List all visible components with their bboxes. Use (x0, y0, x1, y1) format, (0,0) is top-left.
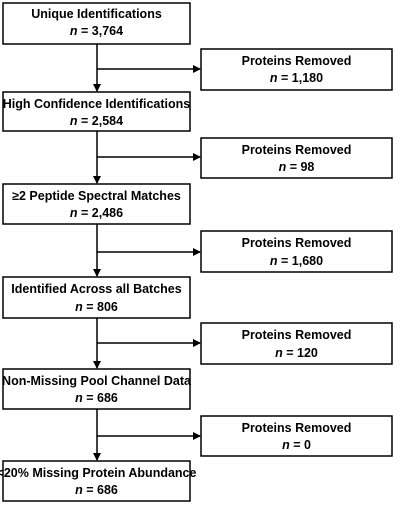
step-box (2, 183, 191, 225)
removed-title: Proteins Removed (242, 236, 352, 250)
removed-box (200, 48, 393, 91)
step-box (2, 91, 191, 132)
removed-title: Proteins Removed (242, 421, 352, 435)
step-count: n = 3,764 (70, 24, 123, 38)
connectors (93, 44, 201, 461)
step-title: <20% Missing Protein Abundance (0, 466, 197, 480)
step-box (2, 2, 191, 45)
main-step-6: <20% Missing Protein Abundance n = 686 (0, 460, 197, 502)
count-value: 806 (97, 300, 118, 314)
removed-title: Proteins Removed (242, 143, 352, 157)
removed-count: n = 1,680 (270, 254, 323, 268)
count-value: 686 (97, 483, 118, 497)
count-value: 1,180 (292, 71, 323, 85)
n-symbol: n (70, 114, 78, 128)
count-value: 98 (300, 160, 314, 174)
step-count: n = 806 (75, 300, 118, 314)
count-value: 2,584 (92, 114, 123, 128)
step-count: n = 686 (75, 483, 118, 497)
count-value: 120 (297, 346, 318, 360)
n-symbol: n (70, 24, 78, 38)
main-step-3: ≥2 Peptide Spectral Matches n = 2,486 (2, 183, 191, 225)
n-symbol: n (270, 71, 278, 85)
step-box (2, 276, 191, 319)
removed-count: n = 98 (279, 160, 315, 174)
count-value: 3,764 (92, 24, 123, 38)
n-symbol: n (75, 391, 83, 405)
step-title: Non-Missing Pool Channel Data (2, 374, 192, 388)
count-value: 686 (97, 391, 118, 405)
removed-count: n = 120 (275, 346, 318, 360)
removed-box (200, 322, 393, 365)
n-symbol: n (75, 483, 83, 497)
removed-count: n = 0 (282, 438, 311, 452)
step-count: n = 2,486 (70, 206, 123, 220)
count-value: 2,486 (92, 206, 123, 220)
n-symbol: n (282, 438, 290, 452)
removed-box (200, 137, 393, 179)
removed-step-3: Proteins Removed n = 1,680 (200, 230, 393, 273)
removed-step-1: Proteins Removed n = 1,180 (200, 48, 393, 91)
step-title: Unique Identifications (31, 7, 162, 21)
n-symbol: n (70, 206, 78, 220)
removed-step-2: Proteins Removed n = 98 (200, 137, 393, 179)
main-step-5: Non-Missing Pool Channel Data n = 686 (2, 368, 192, 410)
removed-step-4: Proteins Removed n = 120 (200, 322, 393, 365)
n-symbol: n (279, 160, 287, 174)
step-title: Identified Across all Batches (11, 282, 181, 296)
main-step-4: Identified Across all Batches n = 806 (2, 276, 191, 319)
count-value: 0 (304, 438, 311, 452)
main-step-2: High Confidence Identifications n = 2,58… (2, 91, 191, 132)
step-title: High Confidence Identifications (3, 97, 191, 111)
removed-box (200, 415, 393, 457)
step-title: ≥2 Peptide Spectral Matches (12, 189, 181, 203)
count-value: 1,680 (292, 254, 323, 268)
main-step-1: Unique Identifications n = 3,764 (2, 2, 191, 45)
step-box (2, 368, 191, 410)
removed-count: n = 1,180 (270, 71, 323, 85)
removed-title: Proteins Removed (242, 328, 352, 342)
step-box (2, 460, 191, 502)
removed-box (200, 230, 393, 273)
n-symbol: n (270, 254, 278, 268)
n-symbol: n (275, 346, 283, 360)
removed-step-5: Proteins Removed n = 0 (200, 415, 393, 457)
n-symbol: n (75, 300, 83, 314)
removed-title: Proteins Removed (242, 54, 352, 68)
step-count: n = 686 (75, 391, 118, 405)
step-count: n = 2,584 (70, 114, 123, 128)
